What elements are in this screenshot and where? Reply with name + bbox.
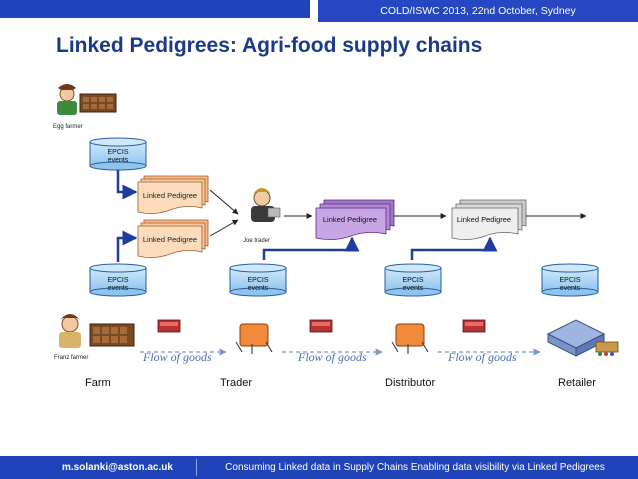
- arrow-trader-epcis-to-pedigree: [262, 236, 360, 260]
- arrow-distributor-epcis-to-pedigree: [410, 236, 498, 260]
- arrow-epcis-to-pedigree-1: [116, 170, 138, 200]
- top-bar: COLD/ISWC 2013, 22nd October, Sydney: [0, 0, 638, 26]
- stage-retailer: Retailer: [558, 377, 596, 389]
- epcis-label-distributor-1: EPCIS: [402, 277, 423, 284]
- footer-description: Consuming Linked data in Supply Chains E…: [225, 462, 605, 473]
- linked-pedigree-trader: Linked Pedigree: [315, 199, 395, 240]
- linked-pedigree-label-trader: Linked Pedigree: [323, 215, 377, 224]
- stage-distributor: Distributor: [385, 377, 435, 389]
- top-blue-band: [0, 0, 310, 18]
- linked-pedigree-label-distributor: Linked Pedigree: [457, 215, 511, 224]
- epcis-label-top-1: EPCIS: [107, 149, 128, 156]
- retailer-store-icon: [546, 319, 619, 357]
- epcis-events-trader: EPCIS events: [229, 263, 287, 297]
- stage-farm: Farm: [85, 377, 111, 389]
- joe-trader-label: Joe trader: [243, 238, 270, 244]
- arrow-epcis-to-pedigree-2: [116, 230, 138, 262]
- distributor-device-icon: [391, 323, 429, 354]
- linked-pedigree-farm-2: Linked Pedigree: [137, 219, 209, 258]
- epcis-events-distributor: EPCIS events: [384, 263, 442, 297]
- goods-box-2: [309, 319, 333, 333]
- franz-farmer-label: Franz farmer: [54, 355, 88, 361]
- arrow-pedigree1-to-trader: [209, 189, 239, 215]
- footer-email: m.solanki@aston.ac.uk: [62, 462, 173, 473]
- linked-pedigree-distributor: Linked Pedigree: [451, 199, 527, 240]
- trader-device-icon: [235, 323, 273, 354]
- egg-farmer-label: Egg farmer: [53, 124, 83, 130]
- epcis-label-trader-1: EPCIS: [247, 277, 268, 284]
- egg-farmer-figure: [57, 84, 117, 115]
- epcis-events-farm: EPCIS events: [89, 263, 147, 297]
- arrow-pedigree2-to-trader: [209, 219, 239, 237]
- epcis-events-top: EPCIS events: [89, 137, 147, 171]
- epcis-label-top-2: events: [108, 157, 129, 164]
- epcis-events-retailer: EPCIS events: [541, 263, 599, 297]
- epcis-label-distributor-2: events: [403, 285, 424, 292]
- epcis-label-farm-1: EPCIS: [107, 277, 128, 284]
- footer-bar: m.solanki@aston.ac.uk Consuming Linked d…: [0, 456, 638, 479]
- franz-farmer-figure: [59, 314, 135, 348]
- linked-pedigree-farm-1: Linked Pedigree: [137, 175, 209, 214]
- flow-of-goods-label-3: Flow of goods: [447, 350, 517, 364]
- epcis-label-retailer-1: EPCIS: [559, 277, 580, 284]
- stage-trader: Trader: [220, 377, 252, 389]
- epcis-label-retailer-2: events: [560, 285, 581, 292]
- joe-trader-figure: [251, 188, 281, 222]
- footer-separator: [196, 459, 197, 476]
- supply-chain-diagram: Egg farmer EPCIS events Linked Pedigree …: [53, 84, 619, 389]
- flow-of-goods-label-1: Flow of goods: [142, 350, 212, 364]
- slide-title: Linked Pedigrees: Agri-food supply chain…: [56, 34, 483, 57]
- linked-pedigree-label-farm-1: Linked Pedigree: [143, 191, 197, 200]
- epcis-label-trader-2: events: [248, 285, 269, 292]
- linked-pedigree-label-farm-2: Linked Pedigree: [143, 235, 197, 244]
- goods-box-1: [157, 319, 181, 333]
- goods-box-3: [462, 319, 486, 333]
- event-label: COLD/ISWC 2013, 22nd October, Sydney: [318, 0, 638, 22]
- flow-of-goods-label-2: Flow of goods: [297, 350, 367, 364]
- epcis-label-farm-2: events: [108, 285, 129, 292]
